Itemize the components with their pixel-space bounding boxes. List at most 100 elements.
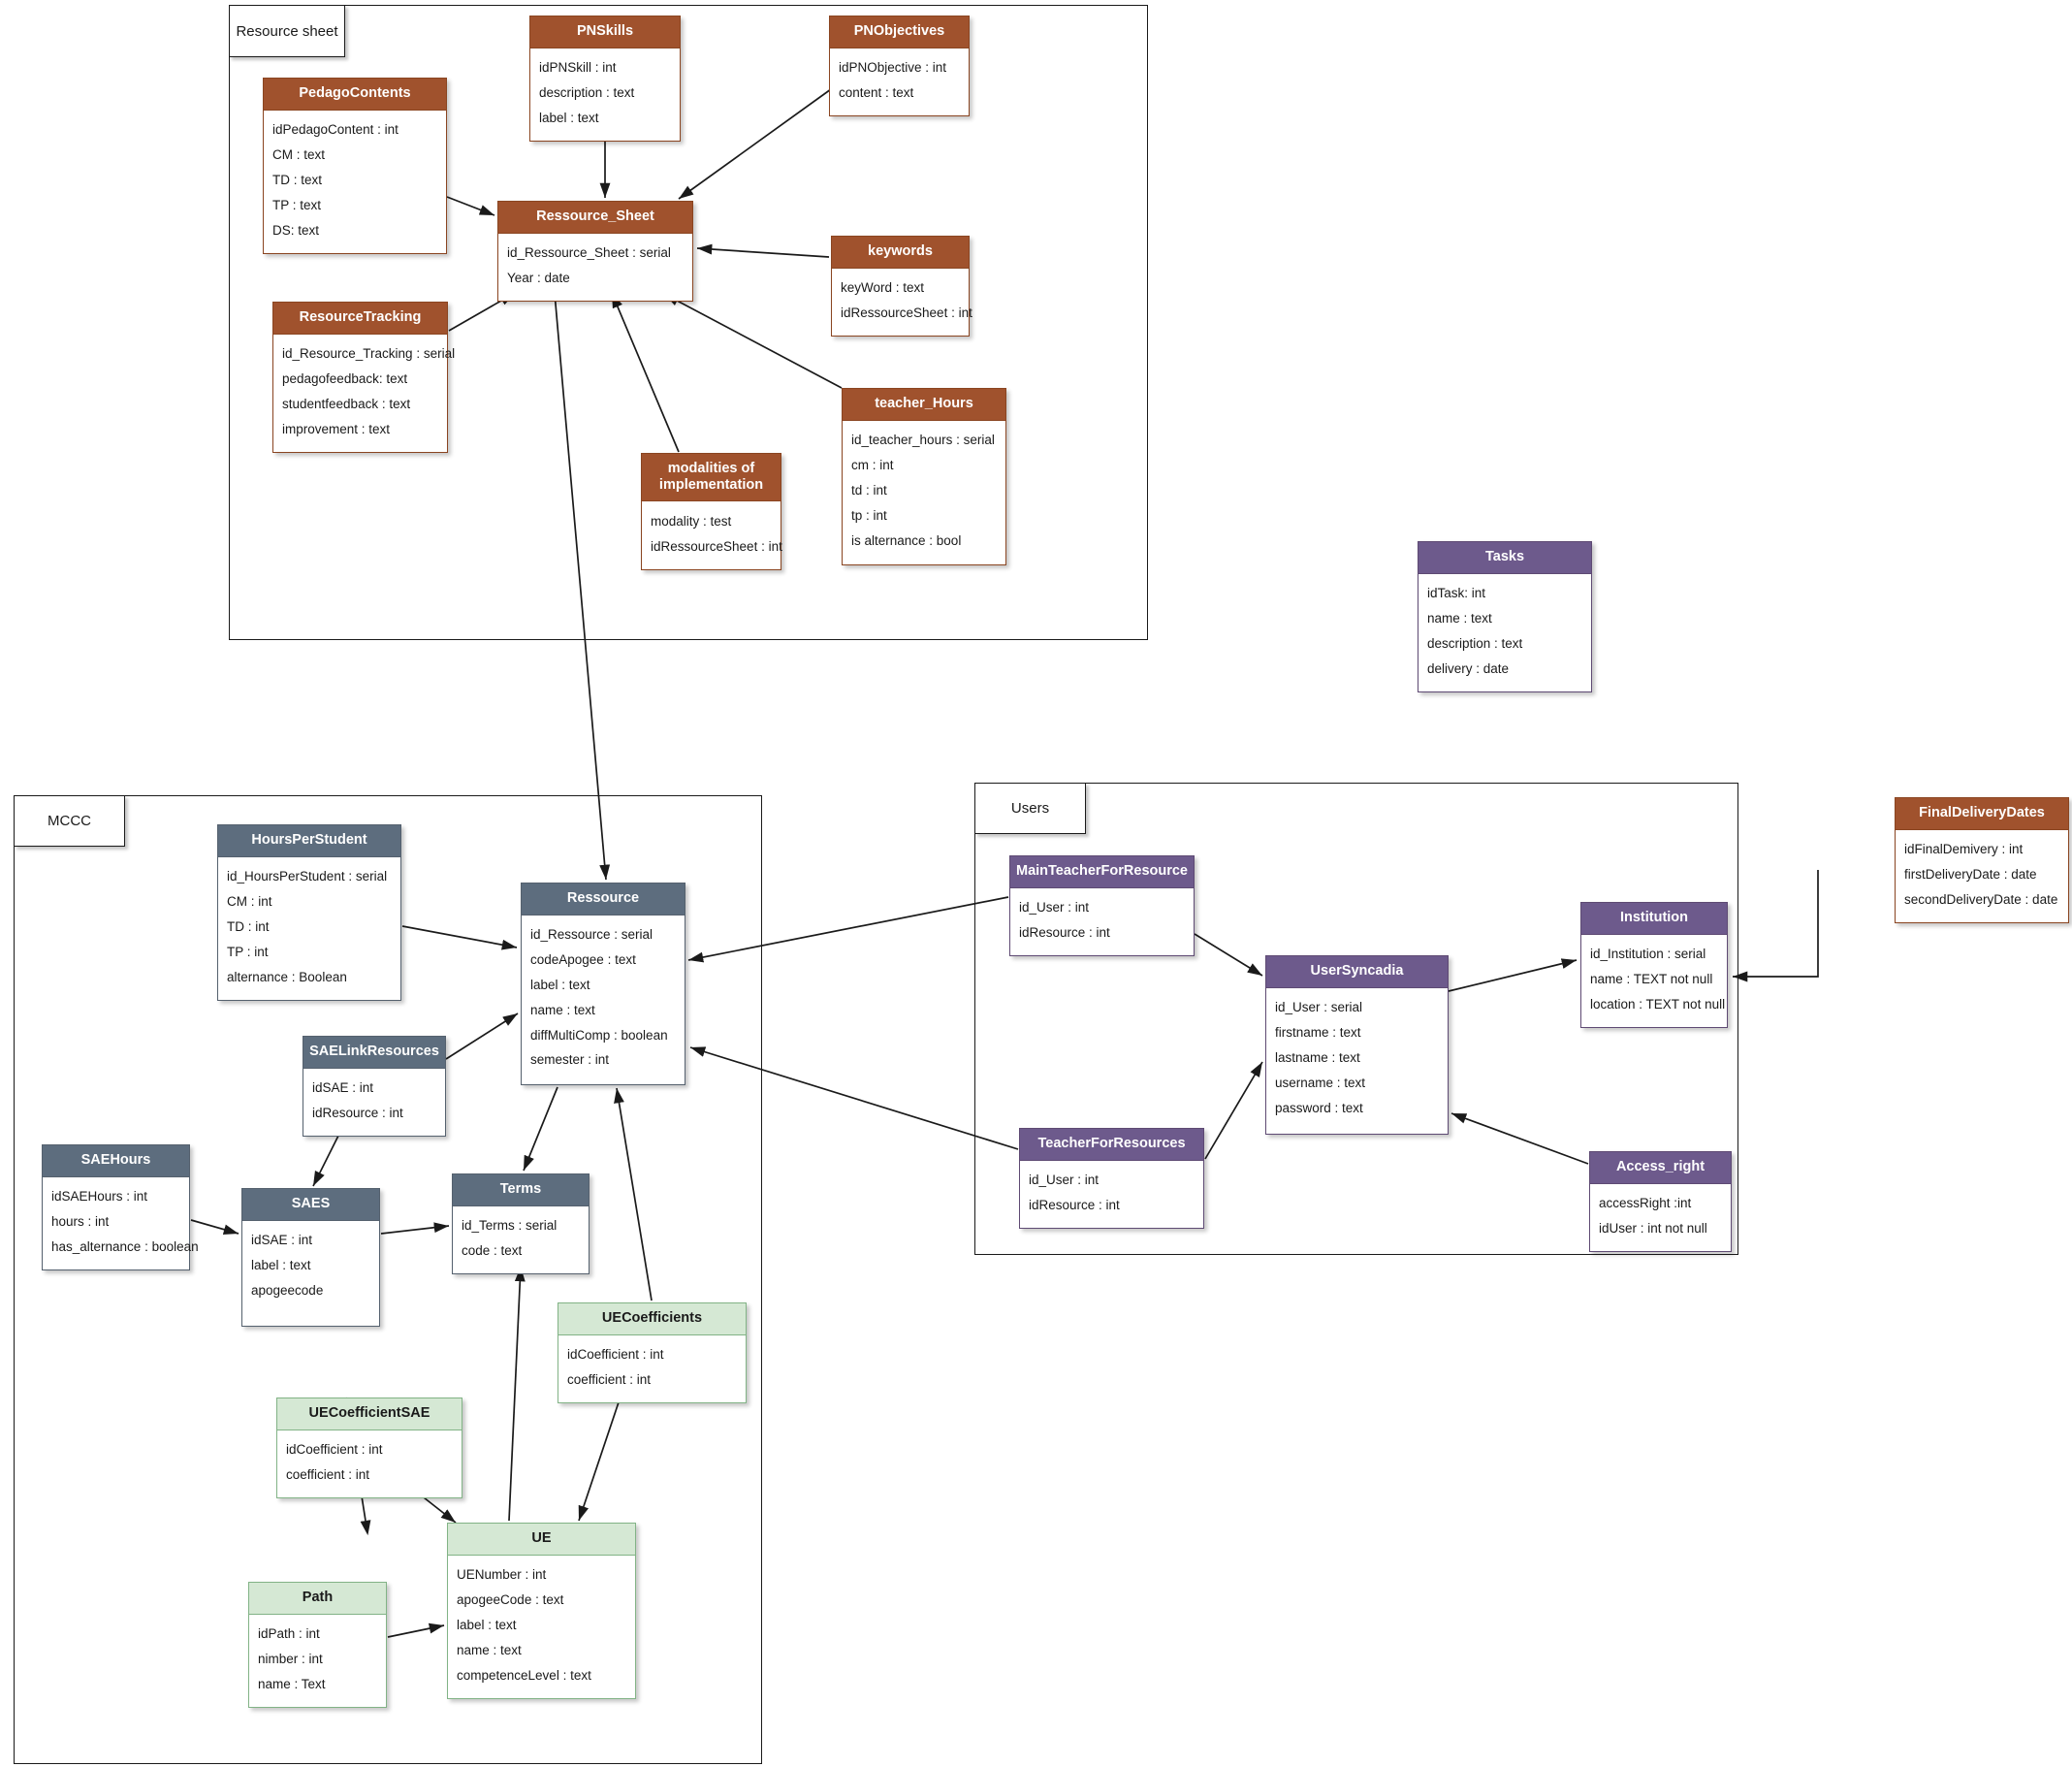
entity-attribute: idRessourceSheet : int (651, 538, 782, 554)
entity-attribute: username : text (1275, 1075, 1366, 1090)
entity-title-keywords: keywords (832, 237, 969, 269)
entity-attribute: idSAEHours : int (51, 1189, 148, 1205)
entity-keywords[interactable]: keywords keyWord : text idRessourceSheet :… (831, 236, 972, 337)
entity-attribute: idUser : int not null (1599, 1221, 1707, 1237)
entity-title-hoursperstudent: HoursPerStudent (218, 825, 400, 857)
entity-title-tasks: Tasks (1419, 542, 1591, 574)
entity-ue[interactable]: UE UENumber : int apogeeCode : text label :… (447, 1523, 636, 1699)
mccc-group-frame (14, 795, 762, 1764)
entity-attribute: UENumber : int (457, 1567, 547, 1583)
entity-attribute: hours : int (51, 1214, 110, 1230)
entity-attribute: idResource : int (1029, 1198, 1120, 1213)
entity-attribute: label : text (457, 1617, 517, 1632)
entity-saelinkresources[interactable]: SAELinkResources idSAE : int idResource : … (303, 1036, 446, 1138)
entity-attribute: keyWord : text (841, 280, 925, 296)
entity-attribute: description : text (1427, 635, 1523, 651)
entity-attribute: id_Ressource_Sheet : serial (507, 245, 671, 261)
entity-title-modalities-of-implementation: modalities of implementation (642, 454, 781, 502)
edge-finaldeliverydates-to-institution (1733, 870, 1819, 982)
entity-attribute: nimber : int (258, 1652, 323, 1667)
entity-attribute: secondDeliveryDate : date (1904, 891, 2058, 907)
entity-attribute: apogeeCode : text (457, 1592, 564, 1608)
entity-attribute: name : text (1427, 611, 1492, 626)
entity-attribute: tp : int (851, 507, 887, 523)
entity-attribute: idSAE : int (251, 1233, 313, 1248)
entity-attribute: password : text (1275, 1100, 1363, 1115)
entity-title-saelinkresources: SAELinkResources (303, 1037, 445, 1069)
entity-title-saes: SAES (242, 1189, 379, 1221)
entity-attribute: name : Text (258, 1676, 326, 1691)
entity-attribute: codeApogee : text (530, 952, 636, 968)
entity-title-institution: Institution (1581, 903, 1727, 935)
entity-attribute: idSAE : int (312, 1080, 374, 1096)
entity-title-access-right: Access_right (1590, 1152, 1731, 1184)
entity-title-ue: UE (448, 1524, 635, 1556)
entity-attribute: id_Resource_Tracking : serial (282, 346, 456, 362)
entity-title-teacher-hours: teacher_Hours (843, 389, 1005, 421)
entity-attribute: idRessourceSheet : int (841, 305, 972, 321)
entity-attribute: id_teacher_hours : serial (851, 433, 995, 448)
entity-attribute: TP : int (227, 944, 269, 959)
entity-attribute: semester : int (530, 1052, 610, 1068)
entity-attribute: lastname : text (1275, 1049, 1360, 1065)
entity-title-saehours: SAEHours (43, 1145, 189, 1177)
users-group-label: Users (974, 783, 1086, 834)
entity-attribute: is alternance : bool (851, 532, 962, 548)
entity-modalities-of-implementation[interactable]: modalities of implementation modality : t… (641, 453, 782, 571)
entity-attribute: label : text (530, 977, 590, 992)
entity-attribute: modality : test (651, 513, 732, 529)
entity-attributes-keywords: keyWord : text idRessourceSheet : int (832, 269, 972, 337)
entity-attribute: idCoefficient : int (286, 1442, 383, 1458)
entity-title-pnobjectives: PNObjectives (830, 16, 969, 48)
entity-attribute: alternance : Boolean (227, 969, 347, 984)
entity-attribute: CM : int (227, 894, 272, 910)
entity-attribute: label : text (251, 1258, 311, 1273)
entity-attribute: idResource : int (312, 1106, 403, 1121)
entity-title-terms: Terms (453, 1174, 589, 1206)
entity-attribute: diffMultiComp : boolean (530, 1027, 668, 1043)
entity-attribute: id_User : serial (1275, 1000, 1363, 1015)
entity-attribute: content : text (839, 85, 914, 101)
entity-attribute: location : TEXT not null (1590, 996, 1726, 1012)
entity-attribute: id_HoursPerStudent : serial (227, 869, 388, 884)
entity-hoursperstudent[interactable]: HoursPerStudent id_HoursPerStudent : seri… (217, 824, 401, 1001)
entity-attribute: improvement : text (282, 421, 391, 436)
entity-attribute: id_User : int (1019, 900, 1090, 916)
entity-title-ressource-sheet: Ressource_Sheet (498, 202, 692, 234)
entity-attribute: idPNSkill : int (539, 60, 617, 76)
entity-attribute: idFinalDemivery : int (1904, 842, 2024, 857)
entity-title-pedagocontents: PedagoContents (264, 79, 446, 111)
entity-attribute: id_Institution : serial (1590, 947, 1706, 962)
